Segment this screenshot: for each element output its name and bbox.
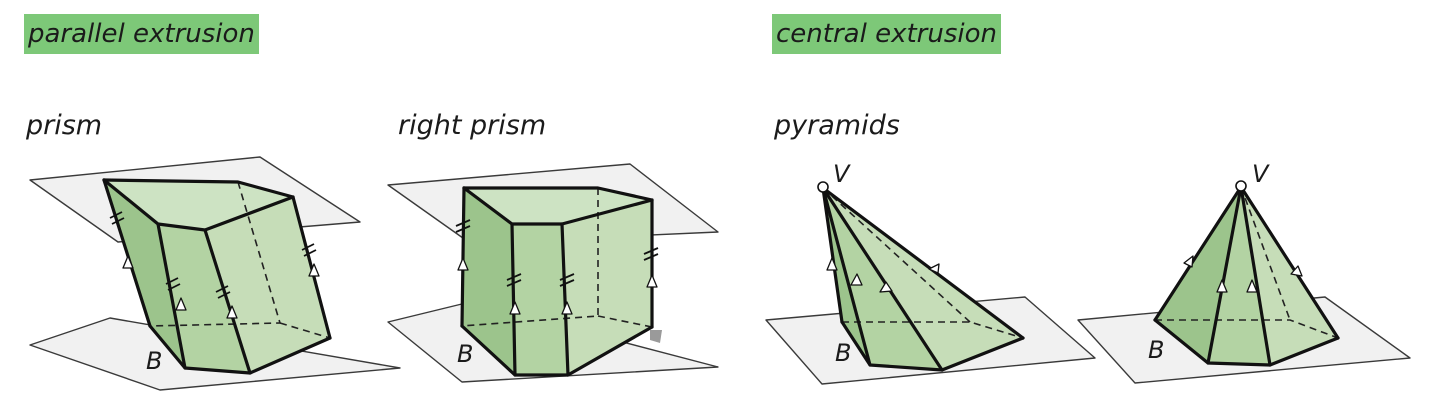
base-label: B — [835, 339, 851, 367]
central-extrusion-heading: central extrusion — [772, 14, 1001, 54]
right-prism-subtitle: right prism — [398, 110, 547, 141]
base-label: B — [1148, 336, 1164, 364]
parallel-extrusion-heading: parallel extrusion — [24, 14, 259, 54]
pyramids-subtitle: pyramids — [774, 110, 900, 141]
right-pyramid: V B — [1077, 160, 1411, 384]
base-label: B — [146, 347, 162, 375]
vertex-label: V — [833, 160, 851, 188]
right-prism: B — [387, 163, 719, 383]
vertex-label: V — [1252, 160, 1270, 188]
prism-subtitle: prism — [26, 110, 103, 141]
oblique-pyramid: V B — [765, 160, 1096, 385]
base-label: B — [457, 340, 473, 368]
oblique-prism: B — [29, 156, 401, 391]
